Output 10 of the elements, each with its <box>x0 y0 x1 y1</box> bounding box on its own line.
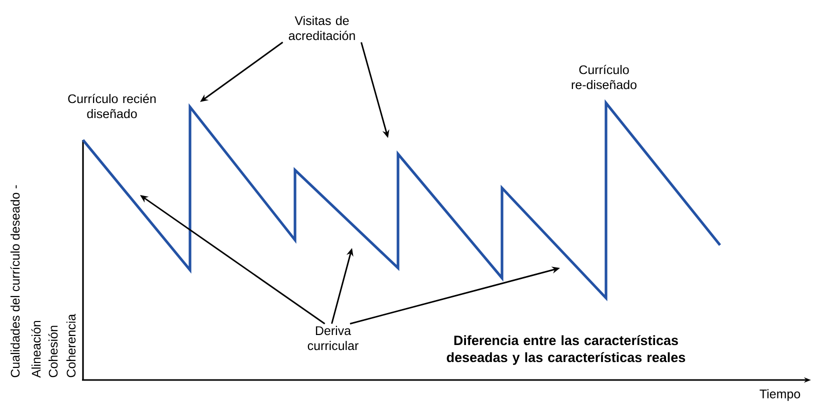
axis-title: Alineación <box>31 320 41 378</box>
axis-title: Cualidades del currículo deseado - <box>10 185 20 378</box>
callout-text: Deriva curricular <box>308 326 358 350</box>
axis-label: Tiempo <box>760 389 800 401</box>
callout-text: Visitas de acreditación <box>288 16 355 40</box>
axis-title: Coherencia <box>66 314 76 378</box>
annotation-text: Currículo re-diseñado <box>572 64 636 90</box>
axis-title: Cohesión <box>48 326 58 378</box>
annotation-text: Currículo recién diseñado <box>68 94 156 118</box>
annotation-text: Diferencia entre las características deseadas y las características reales <box>446 335 686 365</box>
